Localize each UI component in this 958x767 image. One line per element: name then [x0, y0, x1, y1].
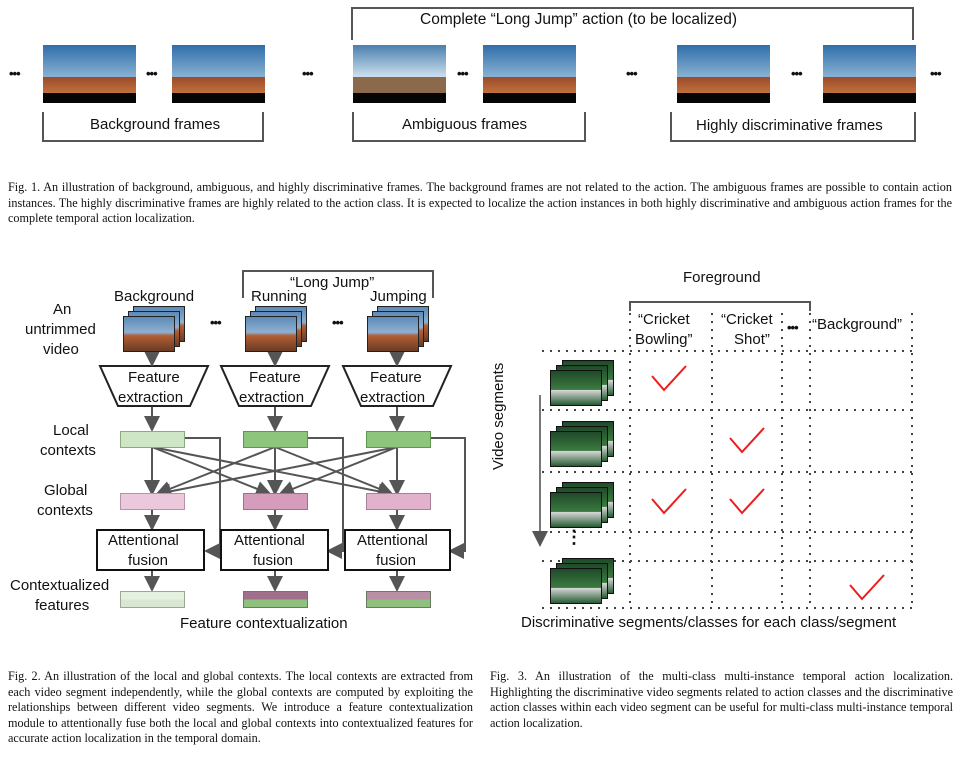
fig3-bottom-label: Discriminative segments/classes for each…: [521, 614, 897, 631]
ellipsis: •••: [787, 320, 799, 335]
video-frame-ambiguous-1: [353, 45, 446, 103]
class-header-cricket-shot: Shot”: [734, 331, 770, 348]
attentional-fusion-label: Attentional: [234, 532, 305, 549]
local-context-bar: [243, 431, 308, 448]
row-label-an: An: [53, 301, 72, 318]
video-frame-discriminative-2: [823, 45, 916, 103]
contextualized-feature-bar: [243, 591, 308, 608]
contextualized-feature-bar: [366, 591, 431, 608]
class-header-cricket-bowling: “Cricket: [638, 311, 690, 328]
video-segments-label: Video segments: [490, 362, 507, 470]
fig1-caption: Fig. 1. An illustration of background, a…: [8, 180, 952, 226]
local-context-bar: [366, 431, 431, 448]
attentional-fusion-label: Attentional: [357, 532, 428, 549]
ellipsis: •••: [302, 66, 314, 81]
feature-extraction-label: extraction: [360, 389, 426, 406]
class-header-cricket-bowling: Bowling”: [635, 331, 693, 348]
attentional-fusion-label: fusion: [253, 552, 294, 569]
feature-contextualization-label: Feature contextualization: [180, 615, 348, 632]
ellipsis: •••: [791, 66, 803, 81]
row-label-video: video: [43, 341, 79, 358]
feature-extraction-label: Feature: [128, 369, 180, 386]
attentional-fusion-label: fusion: [128, 552, 169, 569]
feature-extraction-label: Feature: [370, 369, 422, 386]
fig2-caption: Fig. 2. An illustration of the local and…: [8, 669, 473, 746]
ellipsis: •••: [457, 66, 469, 81]
global-context-bar: [243, 493, 308, 510]
label-ambiguous-frames: Ambiguous frames: [402, 116, 528, 133]
col-header-running: Running: [251, 288, 307, 305]
video-frame-background-2: [172, 45, 265, 103]
row-label-features: features: [35, 597, 90, 614]
row-label-untrimmed: untrimmed: [25, 321, 96, 338]
ellipsis: •••: [626, 66, 638, 81]
label-highly-discriminative-frames: Highly discriminative frames: [696, 117, 883, 134]
fig2-diagram-lines: [96, 270, 466, 592]
row-label-contexts: contexts: [37, 502, 93, 519]
attentional-fusion-label: fusion: [376, 552, 417, 569]
fig3-grid: [532, 301, 913, 609]
attentional-fusion-label: Attentional: [108, 532, 179, 549]
fig1-brackets: [42, 7, 916, 142]
row-label-contextualized: Contextualized: [10, 577, 110, 594]
fig1-top-label: Complete “Long Jump” action (to be local…: [420, 11, 738, 28]
ellipsis: •••: [210, 315, 222, 330]
video-frame-discriminative-1: [677, 45, 770, 103]
global-context-bar: [366, 493, 431, 510]
fig3-caption: Fig. 3. An illustration of the multi-cla…: [490, 669, 953, 730]
video-frame-background-1: [43, 45, 136, 103]
row-label-local: Local: [53, 422, 89, 439]
col-header-background: Background: [114, 288, 195, 305]
row-label-global: Global: [44, 482, 88, 499]
ellipsis: •••: [930, 66, 942, 81]
feature-extraction-label: extraction: [239, 389, 305, 406]
long-jump-label: “Long Jump”: [290, 274, 375, 291]
feature-extraction-label: extraction: [118, 389, 184, 406]
class-header-cricket-shot: “Cricket: [721, 311, 773, 328]
foreground-label: Foreground: [683, 269, 761, 286]
label-background-frames: Background frames: [90, 116, 221, 133]
video-frame-ambiguous-2: [483, 45, 576, 103]
local-context-bar: [120, 431, 185, 448]
col-header-jumping: Jumping: [370, 288, 427, 305]
global-context-bar: [120, 493, 185, 510]
ellipsis: •••: [332, 315, 344, 330]
class-header-background: “Background”: [812, 316, 903, 333]
ellipsis: •••: [146, 66, 158, 81]
ellipsis: •••: [9, 66, 21, 81]
vertical-ellipsis: ⋮: [565, 527, 583, 547]
row-label-contexts: contexts: [40, 442, 96, 459]
contextualized-feature-bar: [120, 591, 185, 608]
feature-extraction-label: Feature: [249, 369, 301, 386]
